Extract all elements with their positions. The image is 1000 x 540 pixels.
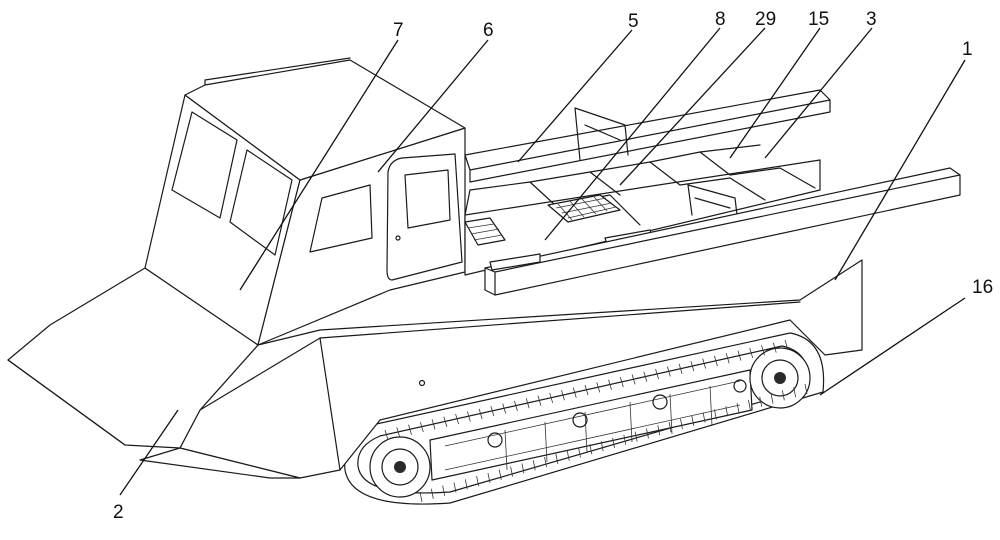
leader-lines bbox=[119, 27, 966, 496]
label-29: 29 bbox=[755, 9, 776, 30]
label-2: 2 bbox=[113, 502, 124, 523]
cabin bbox=[144, 57, 466, 346]
label-7: 7 bbox=[393, 20, 404, 41]
cargo-bed bbox=[464, 89, 961, 296]
label-8: 8 bbox=[715, 9, 726, 30]
label-3: 3 bbox=[866, 9, 877, 30]
label-5: 5 bbox=[628, 11, 639, 32]
front-blade bbox=[7, 267, 301, 479]
label-16: 16 bbox=[972, 277, 993, 298]
label-15: 15 bbox=[808, 9, 829, 30]
label-6: 6 bbox=[483, 20, 494, 41]
reference-numerals: 7 6 5 8 29 15 3 1 16 2 bbox=[113, 9, 993, 523]
crawler-track bbox=[344, 332, 825, 505]
label-1: 1 bbox=[962, 39, 973, 60]
